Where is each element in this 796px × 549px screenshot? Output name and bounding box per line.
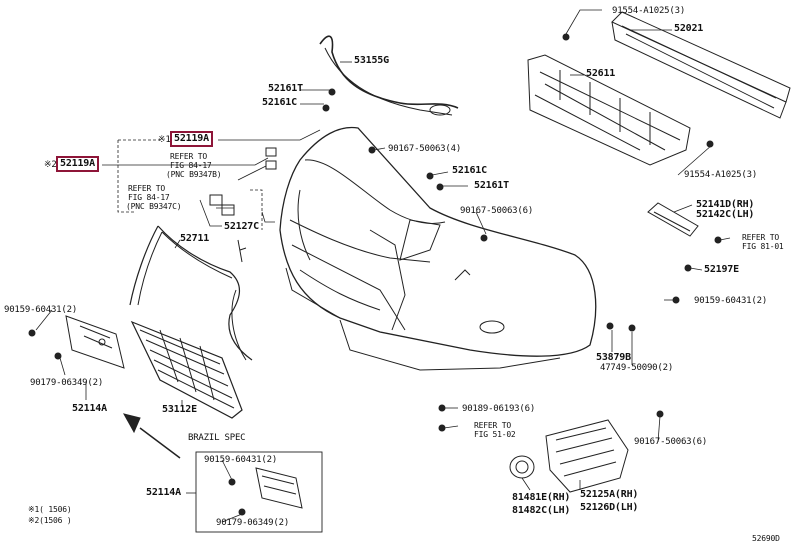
leader-lines xyxy=(35,9,731,523)
label-53155g: 53155G xyxy=(354,55,389,66)
mark-2: ※2 xyxy=(44,160,57,170)
label-91554-bot: 91554-A1025(3) xyxy=(684,170,758,180)
label-52125a: 52125A(RH) xyxy=(580,489,639,500)
refer-51-02-a: REFER TO xyxy=(474,421,511,430)
bumper-cover xyxy=(279,126,597,371)
label-52161c-a: 52161C xyxy=(262,97,297,108)
label-52127c: 52127C xyxy=(224,221,259,232)
label-81481e: 81481E(RH) xyxy=(512,492,571,503)
label-52161t-b: 52161T xyxy=(474,180,509,191)
retainers xyxy=(209,147,277,263)
label-81482c: 81482C(LH) xyxy=(512,505,571,516)
label-53879b: 53879B xyxy=(596,352,631,363)
label-90167-50063-6b: 90167-50063(6) xyxy=(634,437,708,447)
label-90159-l: 90159-60431(2) xyxy=(4,305,78,315)
label-90179-l: 90179-06349(2) xyxy=(30,378,104,388)
label-52197e: 52197E xyxy=(704,264,739,275)
label-52119a-left[interactable]: 52119A xyxy=(56,156,99,172)
refer-b-3: (PNC B9347B) xyxy=(166,170,222,179)
footnote-1: ※1( 1506) xyxy=(28,505,72,514)
refer-c-1: REFER TO xyxy=(128,184,165,193)
label-52142c: 52142C(LH) xyxy=(696,209,755,220)
diagram-id: 52690D xyxy=(752,534,780,543)
label-brazil-spec: BRAZIL SPEC xyxy=(188,433,246,443)
label-90189: 90189-06193(6) xyxy=(462,404,536,414)
refer-81-01-b: FIG 81-01 xyxy=(742,242,784,251)
label-91554-top: 91554-A1025(3) xyxy=(612,6,686,16)
bumper-reinforcement xyxy=(611,11,791,119)
brazil-bracket xyxy=(255,467,303,509)
label-53112e: 53112E xyxy=(162,404,197,415)
bracket-52114a xyxy=(65,315,125,369)
label-52161t-a: 52161T xyxy=(268,83,303,94)
lower-grille xyxy=(130,320,243,419)
label-52126d: 52126D(LH) xyxy=(580,502,639,513)
upper-retainer xyxy=(319,35,459,116)
refer-c-2: FIG 84-17 xyxy=(128,193,170,202)
dashed-brackets xyxy=(117,139,263,230)
label-52161c-b: 52161C xyxy=(452,165,487,176)
fog-bezel xyxy=(509,419,629,493)
label-52611: 52611 xyxy=(586,68,616,79)
label-52114a-l: 52114A xyxy=(72,403,107,414)
label-52114a-b: 52114A xyxy=(146,487,181,498)
label-52021: 52021 xyxy=(674,23,704,34)
refer-b-2: FIG 84-17 xyxy=(170,161,212,170)
label-52141d: 52141D(RH) xyxy=(696,199,755,210)
label-52711: 52711 xyxy=(180,233,210,244)
label-90159-r: 90159-60431(2) xyxy=(694,296,768,306)
label-90167-50063-4: 90167-50063(4) xyxy=(388,144,462,154)
label-52119a-top[interactable]: 52119A xyxy=(170,131,213,147)
label-90179-b: 90179-06349(2) xyxy=(216,518,290,528)
energy-absorber xyxy=(527,54,691,166)
refer-b-1: REFER TO xyxy=(170,152,207,161)
duct-52711 xyxy=(129,225,253,361)
refer-c-3: (PNC B9347C) xyxy=(126,202,182,211)
footnote-2: ※2(1506 ) xyxy=(28,516,72,525)
label-47749: 47749-50090(2) xyxy=(600,363,674,373)
label-90167-50063-6a: 90167-50063(6) xyxy=(460,206,534,216)
brazil-spec-box xyxy=(195,451,323,533)
label-90159-b: 90159-60431(2) xyxy=(204,455,278,465)
mark-1: ※1 xyxy=(158,135,171,145)
refer-81-01-a: REFER TO xyxy=(742,233,779,242)
front-arrow xyxy=(123,413,181,459)
fasteners xyxy=(28,33,722,516)
refer-51-02-b: FIG 51-02 xyxy=(474,430,516,439)
side-bracket xyxy=(647,202,699,237)
